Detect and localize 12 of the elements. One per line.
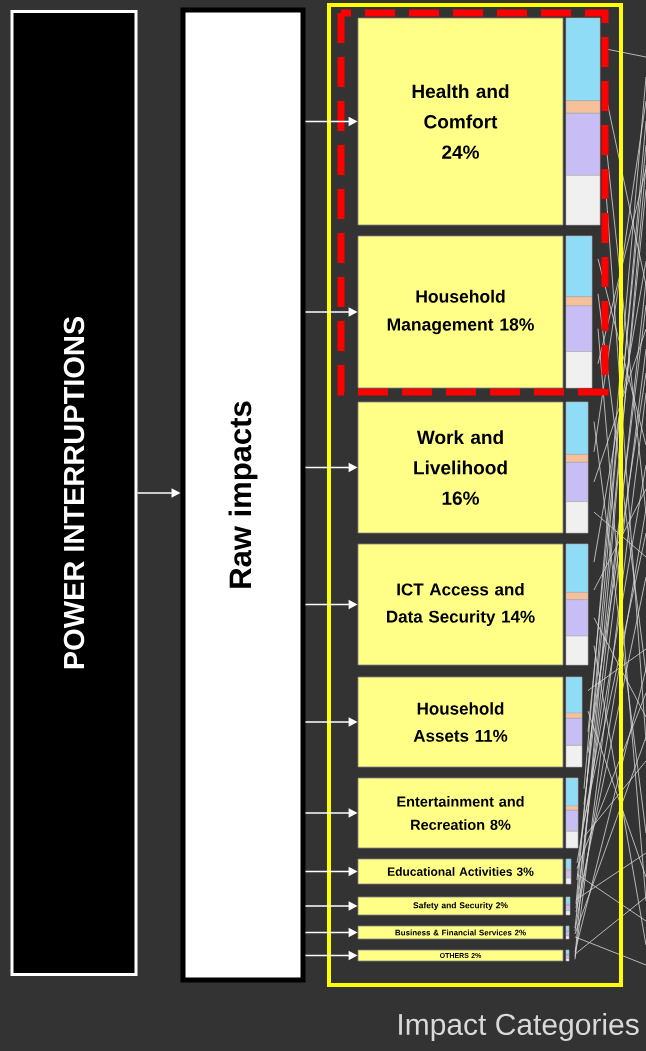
category-box: Work and Livelihood 16% [357, 401, 564, 534]
category-box: Entertainment and Recreation 8% [357, 777, 564, 849]
category-box: Household Management 18% [357, 235, 564, 389]
category-box: Health and Comfort 24% [357, 17, 564, 226]
process-box: Raw impacts [180, 7, 306, 983]
category-box: Educational Activities 3% [357, 858, 564, 885]
category-box: Business & Financial Services 2% [357, 925, 564, 940]
category-box: ICT Access and Data Security 14% [357, 543, 564, 666]
frame-heading: Impact Categories [399, 1013, 639, 1041]
category-box: Safety and Security 2% [357, 896, 564, 916]
category-box: Household Assets 11% [357, 676, 564, 768]
process-box: POWER INTERRUPTIONS [10, 10, 138, 976]
